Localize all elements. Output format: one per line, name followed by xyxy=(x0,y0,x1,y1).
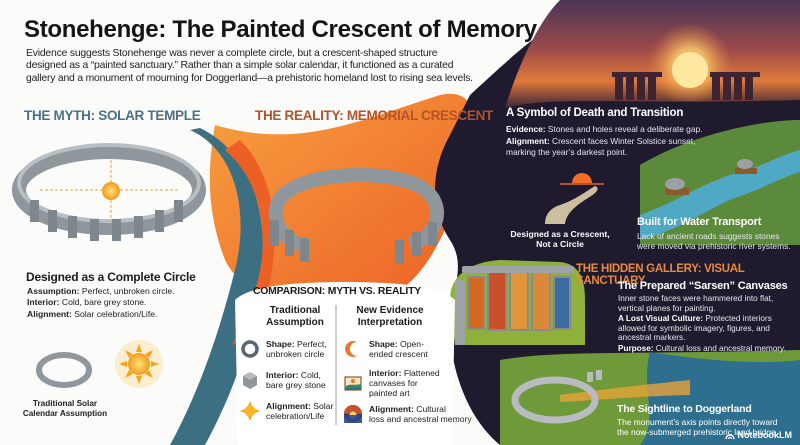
death-transition-heading: A Symbol of Death and Transition xyxy=(506,107,684,119)
sightline-text: The monument’s axis points directly towa… xyxy=(617,417,779,438)
myth-details: Assumption: Perfect, unbroken circle. In… xyxy=(27,286,175,320)
water-transport-text: Lack of ancient roads suggests stones we… xyxy=(637,231,791,252)
crescent-icon xyxy=(345,341,357,358)
new-evidence-column-heading: New Evidence Interpretation xyxy=(356,305,424,328)
sarsen-canvases-heading: The Prepared “Sarsen” Canvases xyxy=(618,280,788,292)
sunset-icon xyxy=(344,405,362,424)
comparison-title: COMPARISON: MYTH VS. REALITY xyxy=(253,286,421,297)
comparison-divider xyxy=(335,305,337,425)
traditional-calendar-caption: Traditional Solar Calendar Assumption xyxy=(22,399,108,418)
water-transport-heading: Built for Water Transport xyxy=(637,216,762,228)
gallery-details: Inner stone faces were hammered into fla… xyxy=(618,294,786,353)
new-shape-row: Shape: Open-ended crescent xyxy=(343,339,428,359)
painting-icon xyxy=(344,376,362,391)
intro-paragraph: Evidence suggests Stonehenge was never a… xyxy=(26,48,473,84)
ring-icon xyxy=(241,340,259,358)
myth-heading: THE MYTH: SOLAR TEMPLE xyxy=(24,108,201,123)
traditional-column-heading: Traditional Assumption xyxy=(266,305,324,328)
complete-circle-heading: Designed as a Complete Circle xyxy=(26,270,196,284)
sun-icon xyxy=(240,401,260,422)
myth-alignment-line: Alignment: Solar celebration/Life. xyxy=(27,308,158,319)
sightline-heading: The Sightline to Doggerland xyxy=(617,403,752,415)
notebooklm-watermark: NotebookLM xyxy=(724,430,792,440)
page-title: Stonehenge: The Painted Crescent of Memo… xyxy=(24,16,537,43)
gallery-heading: THE HIDDEN GALLERY: VISUAL SANCTUARY xyxy=(576,263,745,287)
traditional-shape-row: Shape: Perfect,unbroken circle xyxy=(240,339,327,359)
stone-cube-icon xyxy=(243,372,257,390)
traditional-interior-row: Interior: Cold,bare grey stone xyxy=(240,370,326,390)
myth-assumption-line: Assumption: Perfect, unbroken circle. xyxy=(27,286,175,296)
reality-heading: THE REALITY: MEMORIAL CRESCENT xyxy=(255,108,494,123)
crescent-caption: Designed as a Crescent, Not a Circle xyxy=(510,229,610,250)
notebooklm-logo-icon xyxy=(724,434,735,439)
death-transition-details: Evidence: Stones and holes reveal a deli… xyxy=(506,124,703,157)
myth-interior-line: Interior: Cold, bare grey stone. xyxy=(27,297,147,308)
